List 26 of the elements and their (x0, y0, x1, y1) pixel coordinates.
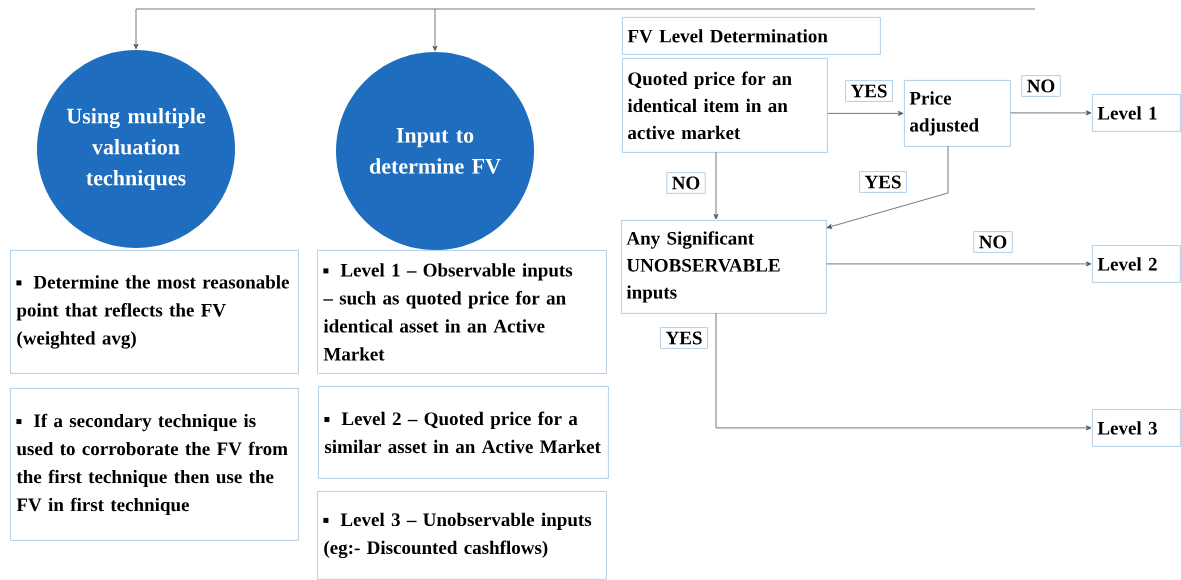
edge-label: NO (1021, 75, 1061, 97)
edge-label: YES (660, 327, 708, 349)
process-box: Level 3 (1092, 409, 1181, 447)
edge-label: YES (859, 171, 907, 193)
arrow (713, 151, 719, 220)
bullet-box: If a secondary technique is used to corroborate the FV from the first technique then use the FV in first technique (10, 388, 299, 541)
edge-label: NO (973, 231, 1013, 253)
arrow (826, 261, 1092, 267)
bullet-box: Level 2 – Quoted price for a similar asset in an Active Market (318, 386, 609, 479)
bullet-box: Level 3 – Unobservable inputs (eg:- Discounted cashflows) (317, 491, 607, 580)
bullet-box: Determine the most reasonable point that reflects the FV (weighted avg) (10, 250, 299, 374)
arrow (715, 312, 1092, 431)
edge-label: YES (845, 80, 893, 102)
edge-label: NO (666, 172, 706, 194)
arrow (1010, 110, 1092, 116)
process-box: Level 1 (1092, 94, 1181, 132)
bullet-box: Level 1 – Observable inputs – such as quoted price for an identical asset in an Active Market (317, 250, 607, 374)
process-box: Any Significant UNOBSERVABLE inputs (621, 220, 827, 314)
arrow (133, 8, 1036, 50)
process-box: FV Level Determination (622, 17, 881, 55)
process-box: Level 2 (1092, 245, 1181, 283)
arrow (827, 110, 904, 116)
arrow (826, 145, 949, 229)
arrow (432, 8, 438, 52)
process-box: Price adjusted (904, 80, 1011, 147)
process-box: Quoted price for an identical item in an active market (622, 58, 828, 153)
